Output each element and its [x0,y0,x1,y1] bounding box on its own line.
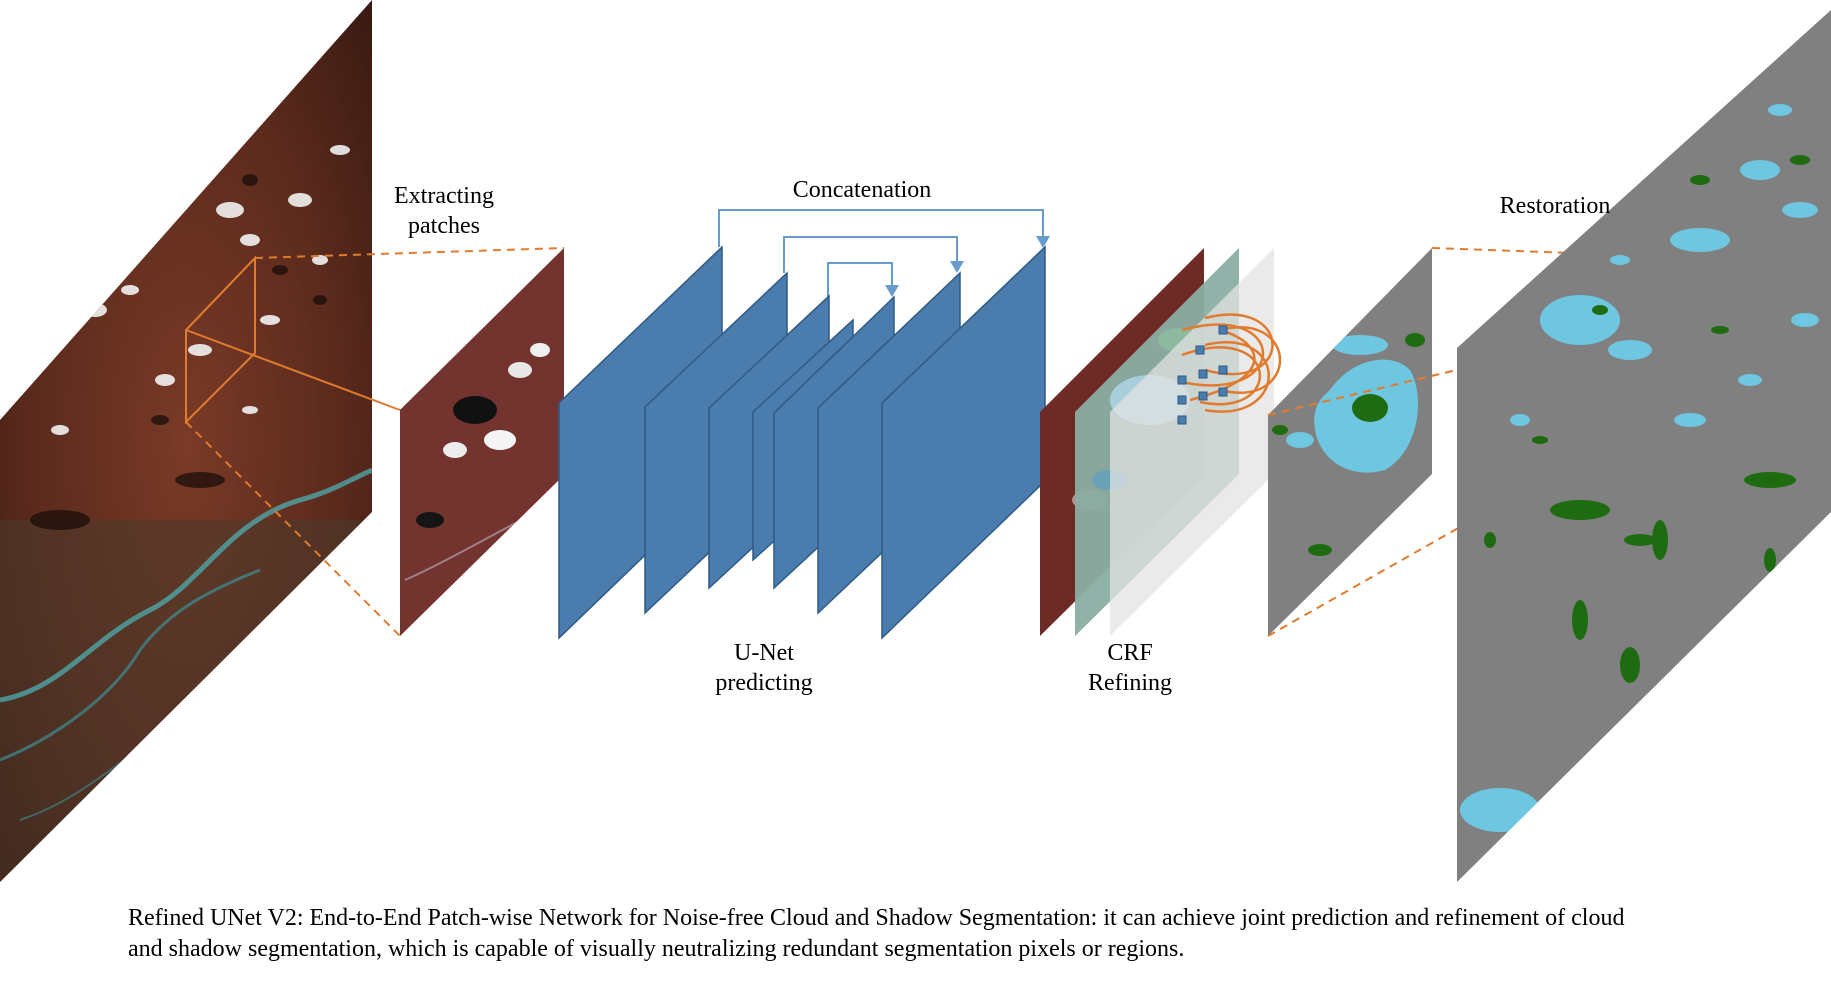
extraction-box [185,247,565,637]
extracting-label-line2: patches [408,213,480,239]
crf-stack [1040,248,1282,636]
extracted-patch [400,248,564,636]
concatenation-label-text: Concatenation [792,177,932,203]
unet-predicting-label: U-Net predicting [674,638,854,698]
extracting-label-line1: Extracting [394,183,494,209]
caption-line-2: and shadow segmentation, which is capabl… [128,936,1185,962]
crf-node-graph [1181,313,1282,413]
restoration-label: Restoration [1475,191,1635,221]
satellite-image [0,0,372,882]
unet-label-line1: U-Net [734,640,794,666]
restored-mask [1457,10,1831,882]
restoration-label-text: Restoration [1499,193,1611,219]
crf-label-line1: CRF [1107,640,1153,666]
skip-connections [718,209,1050,298]
extracting-patches-label: Extracting patches [384,181,504,241]
unet-layer-7 [881,245,1046,640]
crf-label-line2: Refining [1088,670,1172,696]
unet-layers [558,245,1046,640]
crf-blank-layer [1110,248,1274,636]
caption-line-1: Refined UNet V2: End-to-End Patch-wise N… [128,905,1625,931]
figure-caption: Refined UNet V2: End-to-End Patch-wise N… [128,903,1808,965]
crf-refining-label: CRF Refining [1070,638,1190,698]
segmentation-mask [1268,248,1432,636]
unet-label-line2: predicting [715,670,813,696]
crf-nodes [1177,325,1228,425]
concatenation-label: Concatenation [777,175,947,205]
